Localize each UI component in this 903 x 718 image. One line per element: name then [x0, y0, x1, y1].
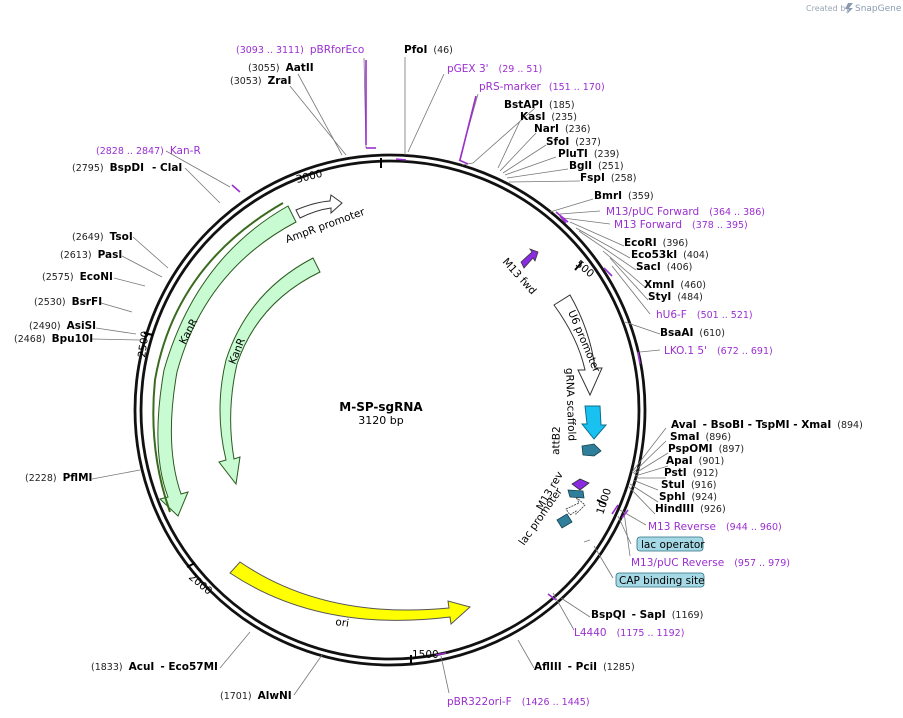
- feature-m13-rev: [567, 478, 590, 499]
- site-bspqi: BspQI- SapI(1169): [591, 609, 703, 621]
- site-psti: PstI(912): [664, 467, 718, 479]
- site-alwni: (1701)AlwNI: [220, 690, 292, 702]
- site-bsaai: BsaAI(610): [660, 327, 725, 339]
- label-m13-fwd: M13 fwd: [500, 256, 539, 297]
- primer-m13puc-reverse: M13/pUC Reverse(957 .. 979): [631, 557, 790, 569]
- site-sphi: SphI(924): [659, 491, 717, 503]
- svg-text:lac operator: lac operator: [641, 539, 705, 551]
- site-bgli: BglI(251): [569, 160, 624, 172]
- primer-prs-marker: pRS-marker(151 .. 170): [479, 81, 605, 93]
- primer-pbr322ori-f: pBR322ori-F(1426 .. 1445): [447, 696, 590, 708]
- site-hindiii: HindIII(926): [655, 503, 726, 515]
- label-grna-scaffold: gRNA scaffold: [563, 368, 578, 442]
- site-bsrfi: (2530)BsrFI: [34, 296, 102, 308]
- site-kasi: KasI(235): [520, 111, 577, 123]
- feature-kanr-outer: [152, 202, 297, 517]
- site-fspi: FspI(258): [580, 172, 636, 184]
- site-eco53ki: Eco53kI(404): [631, 249, 709, 261]
- site-nari: NarI(236): [534, 123, 591, 135]
- site-econi: (2575)EcoNI: [42, 271, 113, 283]
- label-attb2: attB2: [550, 426, 563, 455]
- site-pspomi: PspOMI(897): [668, 443, 744, 455]
- svg-text:CAP binding site: CAP binding site: [619, 575, 705, 587]
- plasmid-size: 3120 bp: [358, 414, 403, 427]
- primer-hu6f: hU6-F(501 .. 521): [656, 309, 753, 321]
- tick-500: 500: [573, 258, 596, 280]
- tick-1000: 1000: [594, 487, 614, 516]
- site-leaders: [91, 57, 669, 696]
- plasmid-name: M-SP-sgRNA: [339, 400, 423, 414]
- backbone-outer: [133, 153, 647, 667]
- site-xmni: XmnI(460): [644, 279, 706, 291]
- site-smai: SmaI(896): [670, 431, 731, 443]
- box-cap-binding-site: CAP binding site: [615, 572, 705, 588]
- site-bmri: BmrI(359): [594, 190, 654, 202]
- site-zrai: (3053)ZraI: [230, 75, 291, 87]
- site-sfoi: SfoI(237): [546, 136, 601, 148]
- site-saci: SacI(406): [636, 261, 692, 273]
- primer-marks: [231, 60, 641, 656]
- primer-m13puc-forward: M13/pUC Forward(364 .. 386): [606, 206, 765, 218]
- credit-brand: SnapGene: [855, 4, 902, 14]
- snapgene-logo: [845, 3, 853, 14]
- site-bstapi: BstAPI(185): [504, 99, 575, 111]
- label-kanr-inner: KanR: [227, 337, 248, 367]
- tick-marks: [143, 158, 607, 664]
- site-acui: (1833)AcuI- Eco57MI: [91, 661, 218, 673]
- primer-pbrforeco: (3093 .. 3111)pBRforEco: [236, 44, 364, 56]
- feature-m13-fwd: [520, 248, 539, 269]
- credit-prefix: Created by: [806, 4, 850, 13]
- site-asisi: (2490)AsiSI: [29, 320, 96, 332]
- site-apai: ApaI(901): [666, 455, 724, 467]
- primer-m13-reverse: M13 Reverse(944 .. 960): [648, 521, 782, 533]
- site-ecori: EcoRI(396): [624, 237, 688, 249]
- feature-ori: [229, 561, 472, 625]
- site-aatii: (3055)AatII: [248, 62, 314, 74]
- site-pasi: (2613)PasI: [60, 249, 122, 261]
- primer-l4440: L4440(1175 .. 1192): [574, 627, 684, 639]
- primer-kan-r: (2828 .. 2847)Kan-R: [96, 145, 201, 157]
- feature-u6-promoter: [553, 294, 603, 397]
- primer-m13-forward: M13 Forward(378 .. 395): [614, 219, 748, 231]
- feature-lac-promoter: [556, 496, 586, 529]
- site-pfoi: PfoI(46): [404, 44, 453, 56]
- feature-grna-scaffold: [580, 405, 608, 440]
- site-pluti: PluTI(239): [558, 148, 619, 160]
- site-avai: AvaI- BsoBI - TspMI - XmaI(894): [671, 419, 863, 431]
- feature-ampr-promoter: [295, 194, 343, 219]
- tick-2000: 2000: [186, 571, 214, 597]
- box-lac-operator: lac operator: [636, 536, 705, 552]
- backbone-inner: [139, 159, 641, 661]
- site-stui: StuI(916): [661, 479, 717, 491]
- site-pflmi: (2228)PflMI: [25, 472, 92, 484]
- feature-kanr-inner: [218, 257, 321, 486]
- label-ori: ori: [335, 616, 350, 630]
- site-bspdi: (2795)BspDI- ClaI: [72, 162, 182, 174]
- primer-lko15: LKO.1 5'(672 .. 691): [664, 345, 773, 357]
- site-tsoi: (2649)TsoI: [72, 231, 133, 243]
- tick-2500: 2500: [136, 330, 152, 358]
- site-bpu10i: (2468)Bpu10I: [14, 333, 93, 345]
- site-styi: StyI(484): [648, 291, 703, 303]
- primer-pgex3: pGEX 3'(29 .. 51): [447, 63, 542, 75]
- site-afliii: AflIII- PciI(1285): [534, 661, 635, 673]
- tick-1500: 1500: [412, 649, 439, 661]
- feature-attb2: [581, 443, 602, 457]
